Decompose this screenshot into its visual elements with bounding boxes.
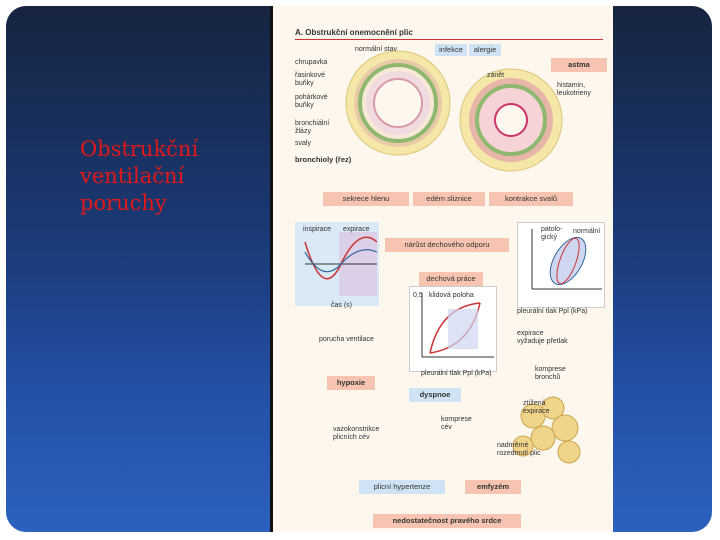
box-emphysema: emfyzém [465,480,521,494]
label-expiration-pressure: expirace vyžaduje přetlak [517,330,568,345]
label-muscles: svaly [295,140,311,147]
label-cartilage: chrupavka [295,59,328,66]
label-pathological: patolo- gický [541,226,563,241]
label-vasoconstriction: vazokonstrikce plicních cév [333,426,380,441]
label-flow-inspiration: inspirace [303,226,332,233]
pressure-volume-loop-graph [517,222,605,308]
figure-heading: A. Obstrukční onemocnění plic [295,28,413,37]
box-breathing-work: dechová práce [419,272,483,286]
label-loop-normal: normální [573,228,601,235]
box-hypoxia: hypoxie [327,376,375,390]
volume-pressure-graph [409,286,497,372]
slide-background: Obstrukční ventilační poruchy A. Obstruk… [6,6,712,532]
label-flow-expiration: expirace [343,226,370,233]
label-inflammation: zánět [487,72,505,79]
label-vp-tick-05: 0,5 [413,292,423,299]
pressure-time-graph [295,222,379,306]
bronchiole-asthma-diagram [459,68,563,172]
box-dyspnea: dyspnoe [409,388,461,402]
label-mediators: histamin, leukotrieny [557,82,591,97]
box-asthma: astma [551,58,607,72]
label-vessel-compression: komprese cév [441,416,472,431]
label-ventilation-disorder: porucha ventilace [319,336,374,343]
label-bronchial-glands: bronchiální žlázy [295,120,330,135]
label-ciliated-cells: řasinkové buňky [295,72,325,87]
label-rest-position: klidová poloha [429,292,474,299]
label-normal-state: normální stav [355,46,398,53]
box-right-heart-failure: nedostatečnost pravého srdce [373,514,521,528]
box-resistance-increase: nárůst dechového odporu [385,238,509,252]
label-flow-time: čas (s) [331,302,352,309]
slide-title: Obstrukční ventilační poruchy [80,137,199,215]
box-allergy: alergie [469,44,501,56]
label-bronchioles-caption: bronchioly (řez) [295,155,352,164]
label-difficult-expiration: ztížená expirace [523,400,550,415]
box-muscle-contraction: kontrakce svalů [489,192,573,206]
box-mucosal-edema: edém sliznice [413,192,485,206]
box-infection: infekce [435,44,467,56]
figure-panel: A. Obstrukční onemocnění plic normální s… [270,6,613,532]
label-overinflation: nadměrné rozedmutí plic [497,442,541,457]
label-loop-x-axis: pleurální tlak Ppl (kPa) [517,308,588,315]
box-pulmonary-hypertension: plicní hypertenze [359,480,445,494]
bronchiole-normal-diagram [343,50,453,156]
box-mucus-secretion: sekrece hlenu [323,192,409,206]
heading-rule [295,39,603,40]
label-vp-x-axis: pleurální tlak Ppl (kPa) [421,370,492,377]
alveoli-illustration [503,386,593,472]
label-bronchial-compression: komprese bronchů [535,366,566,381]
label-goblet-cells: pohárkové buňky [295,94,328,109]
